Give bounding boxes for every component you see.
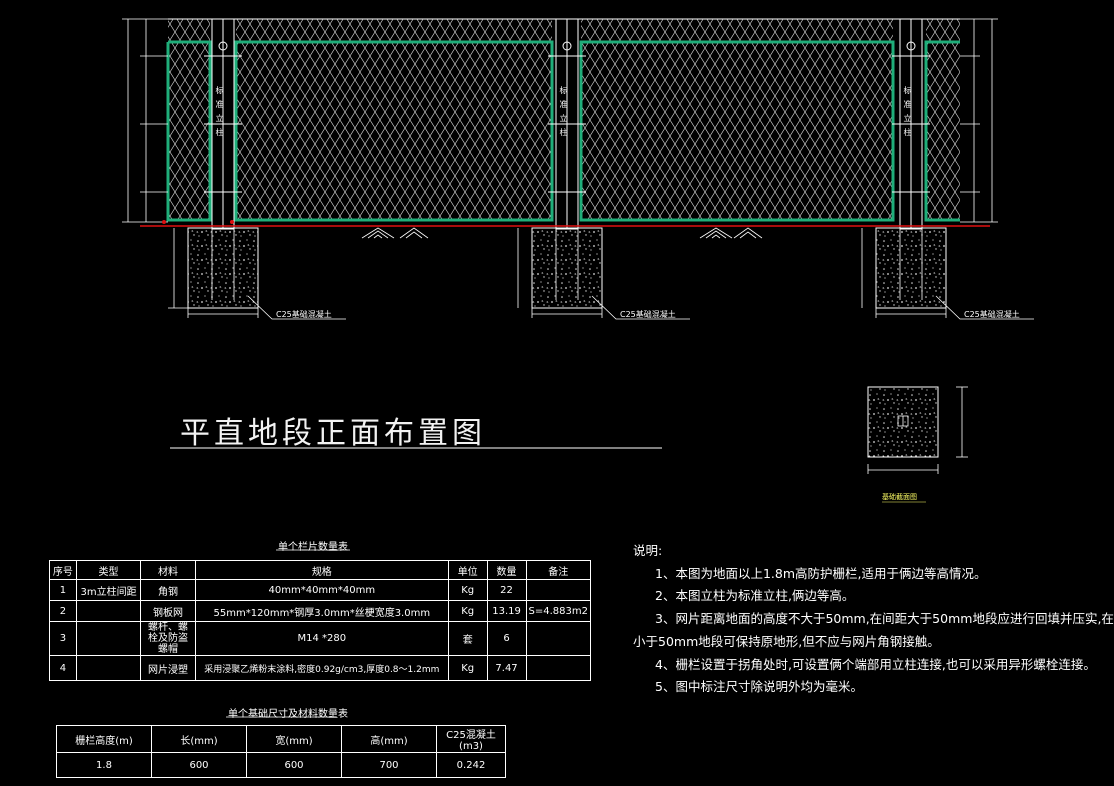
cell: 3: [49, 621, 77, 656]
col-header: 数量: [486, 560, 527, 580]
cell: 6: [486, 621, 527, 656]
mesh-panel-left-stub: [168, 19, 210, 220]
drawing-title: 平直地段正面布置图: [180, 416, 486, 451]
col-header: 材料: [140, 560, 196, 580]
foundation-label-left: C25基础混凝土: [276, 310, 332, 319]
cell: 1.8: [56, 752, 152, 778]
cell: 1: [49, 579, 77, 601]
foundation-label-right: C25基础混凝土: [964, 310, 1020, 319]
col-header: C25混凝土(m3): [436, 725, 506, 753]
table-row: 4 网片浸塑 采用浸聚乙烯粉末涂料,密度0.92g/cm3,厚度0.8～1.2m…: [49, 655, 592, 681]
col-header: 单位: [447, 560, 488, 580]
mesh-panel-2: [581, 19, 893, 220]
note-item: 小于50mm地段可保持原地形,但不应与网片角钢接触。: [633, 633, 940, 649]
col-header: 高(mm): [341, 725, 437, 753]
table-row: 1 3m立柱间距 角钢 40mm*40mm*40mm Kg 22: [49, 579, 592, 601]
note-item: 3、网片距离地面的高度不大于50mm,在间距大于50mm地段应进行回填并压实,在: [655, 611, 1114, 627]
cell: 600: [246, 752, 342, 778]
table-row: 3 螺杆、螺栓及防盗螺帽 M14 *280 套 6: [49, 621, 592, 656]
cell: 7.47: [486, 655, 527, 681]
table-row: 2 钢板网 55mm*120mm*钢厚3.0mm*丝梗宽度3.0mm Kg 13…: [49, 600, 592, 622]
cell: 钢板网: [140, 600, 196, 622]
table-row: 1.8 600 600 700 0.242: [56, 752, 506, 778]
angle-steel-frames: [166, 40, 960, 222]
foundation-mid: [531, 227, 603, 309]
cell: 13.19: [486, 600, 527, 622]
col-header: 宽(mm): [246, 725, 342, 753]
cell: 700: [341, 752, 437, 778]
col-header: 长(mm): [151, 725, 247, 753]
foundations: [187, 227, 947, 309]
cell: 螺杆、螺栓及防盗螺帽: [140, 621, 196, 656]
cell: 2: [49, 600, 77, 622]
col-header: 备注: [525, 560, 592, 580]
cell: 22: [486, 579, 527, 601]
notes-block: 说明: 1、本图为地面以上1.8m高防护栅栏,适用于俩边等高情况。 2、本图立柱…: [633, 540, 1114, 699]
cell: 0.242: [436, 752, 506, 778]
post-label-right: 标准立柱: [903, 86, 912, 142]
note-item: 5、图中标注尺寸除说明外均为毫米。: [655, 679, 863, 695]
cell: 采用浸聚乙烯粉末涂料,密度0.92g/cm3,厚度0.8～1.2mm: [194, 655, 449, 681]
foundation-left: [187, 227, 259, 309]
cell: 4: [49, 655, 77, 681]
cell: [75, 621, 142, 656]
mesh-panels: [168, 19, 960, 220]
right-dimension: [960, 18, 998, 223]
mesh-panel-right-stub: [926, 19, 960, 220]
table1-caption: 单个栏片数量表: [278, 542, 348, 553]
foundation-section-view: [867, 386, 968, 474]
col-header: 栅栏高度(m): [56, 725, 152, 753]
cell: 40mm*40mm*40mm: [194, 579, 449, 601]
cell: 3m立柱间距: [75, 579, 142, 601]
cell: 55mm*120mm*钢厚3.0mm*丝梗宽度3.0mm: [194, 600, 449, 622]
cell: 600: [151, 752, 247, 778]
cell: 网片浸塑: [140, 655, 196, 681]
cell: 角钢: [140, 579, 196, 601]
cell: Kg: [447, 600, 488, 622]
mesh-panel-1: [236, 19, 552, 220]
cell: [75, 655, 142, 681]
cell: [75, 600, 142, 622]
cell: 套: [447, 621, 488, 656]
material-quantity-table: 序号 类型 材料 规格 单位 数量 备注 1 3m立柱间距 角钢 40mm*40…: [49, 560, 592, 681]
foundation-dimensions: [168, 228, 1034, 320]
note-item: 1、本图为地面以上1.8m高防护栅栏,适用于俩边等高情况。: [655, 565, 987, 581]
cell: S=4.883m2: [525, 600, 592, 622]
note-item: 4、栅栏设置于拐角处时,可设置俩个端部用立柱连接,也可以采用异形螺栓连接。: [655, 656, 1096, 672]
col-header: 序号: [49, 560, 77, 580]
cell: [525, 621, 592, 656]
ground-hatch: [361, 227, 763, 239]
notes-heading: 说明:: [633, 543, 663, 558]
cell: Kg: [447, 579, 488, 601]
note-item: 2、本图立柱为标准立柱,俩边等高。: [655, 588, 855, 604]
table2-caption: 单个基础尺寸及材料数量表: [228, 709, 348, 720]
cell: [525, 655, 592, 681]
cell: M14 *280: [194, 621, 449, 656]
left-dimension: [122, 18, 168, 223]
col-header: 类型: [75, 560, 142, 580]
section-caption: 基础截面图: [882, 493, 917, 501]
post-label-left: 标准立柱: [215, 86, 224, 142]
post-label-mid: 标准立柱: [559, 86, 568, 142]
cell: [525, 579, 592, 601]
cell: Kg: [447, 655, 488, 681]
foundation-quantity-table: 栅栏高度(m) 长(mm) 宽(mm) 高(mm) C25混凝土(m3) 1.8…: [56, 725, 506, 778]
table-header-row: 栅栏高度(m) 长(mm) 宽(mm) 高(mm) C25混凝土(m3): [56, 725, 506, 753]
foundation-label-mid: C25基础混凝土: [620, 310, 676, 319]
foundation-right: [875, 227, 947, 309]
col-header: 规格: [194, 560, 449, 580]
